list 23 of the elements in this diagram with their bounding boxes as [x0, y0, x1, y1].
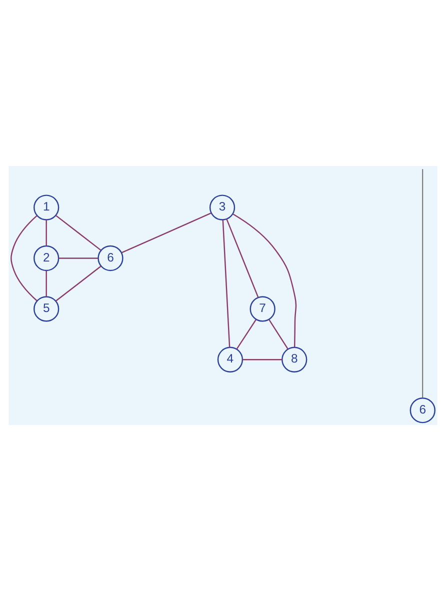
node-circle: 1	[34, 194, 60, 220]
node-circle: 6	[98, 245, 124, 272]
connector	[58, 258, 98, 259]
connector	[232, 213, 297, 348]
connector	[268, 319, 288, 350]
node-circle: 8	[282, 346, 308, 372]
connector	[46, 270, 47, 297]
node-circle: 2	[34, 245, 60, 272]
connector	[242, 359, 282, 360]
node-circle: 6	[410, 398, 436, 424]
connector	[46, 220, 47, 246]
connector	[121, 212, 212, 254]
node-circle: 5	[34, 296, 60, 322]
connector	[236, 319, 257, 350]
connector	[10, 215, 38, 302]
connector	[55, 214, 102, 251]
connector	[422, 168, 424, 398]
connector	[55, 266, 102, 302]
node-circle: 3	[209, 194, 236, 220]
node-circle: 4	[217, 346, 244, 372]
node-circle: 7	[250, 296, 276, 322]
connector	[222, 220, 230, 348]
connector	[226, 218, 259, 298]
